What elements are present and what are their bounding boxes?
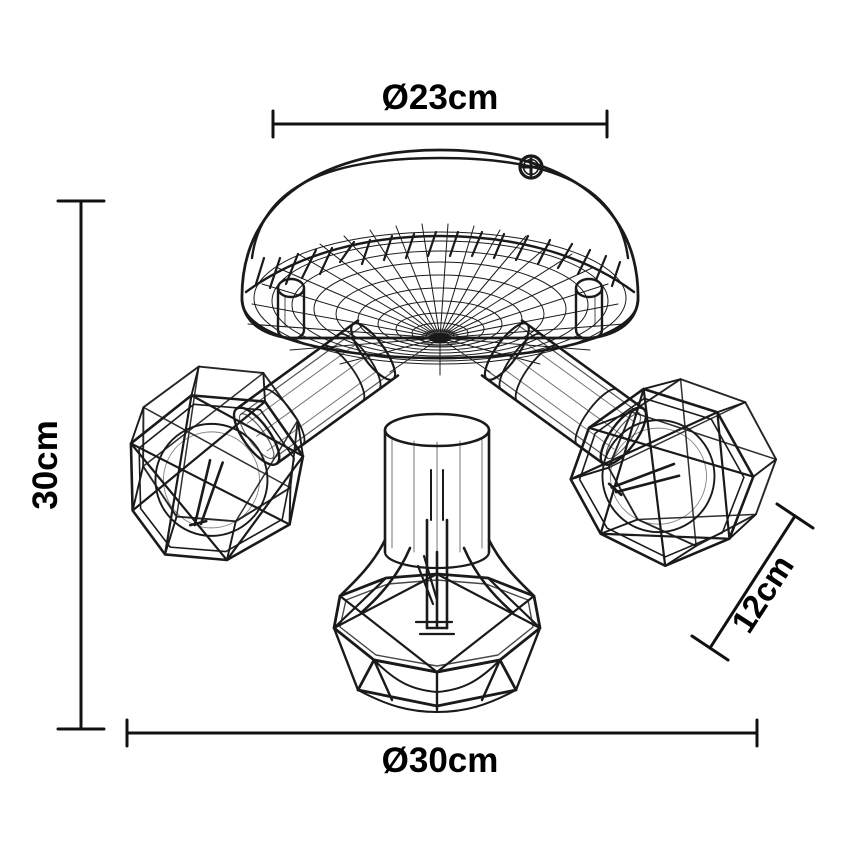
dimension-cage-size: 12cm bbox=[690, 502, 815, 662]
lamp-center bbox=[332, 412, 542, 713]
dimension-tick-lower bbox=[690, 634, 730, 662]
phillips-screw-icon bbox=[518, 154, 544, 180]
dimension-label-canopy-diameter: Ø23cm bbox=[382, 78, 499, 117]
dimension-tick-upper bbox=[775, 502, 815, 530]
center-cage bbox=[332, 469, 542, 713]
canopy-post-left bbox=[276, 277, 306, 341]
dimension-label-overall-height: 30cm bbox=[26, 420, 65, 510]
lamp-right bbox=[476, 316, 802, 596]
center-bulb bbox=[414, 469, 456, 636]
center-socket bbox=[383, 412, 491, 570]
dimension-overall-height: 30cm bbox=[26, 199, 106, 731]
dimension-label-cage-size: 12cm bbox=[724, 548, 801, 639]
ceiling-canopy bbox=[240, 148, 640, 377]
lamp-left bbox=[86, 316, 404, 590]
canopy-post-right bbox=[574, 277, 604, 341]
dimension-canopy-diameter: Ø23cm bbox=[271, 78, 609, 139]
dimension-line bbox=[708, 514, 797, 650]
dimension-label-overall-diameter: Ø30cm bbox=[382, 741, 499, 780]
canopy-texture-hatch bbox=[254, 230, 622, 290]
dimension-overall-diameter: Ø30cm bbox=[125, 718, 759, 780]
